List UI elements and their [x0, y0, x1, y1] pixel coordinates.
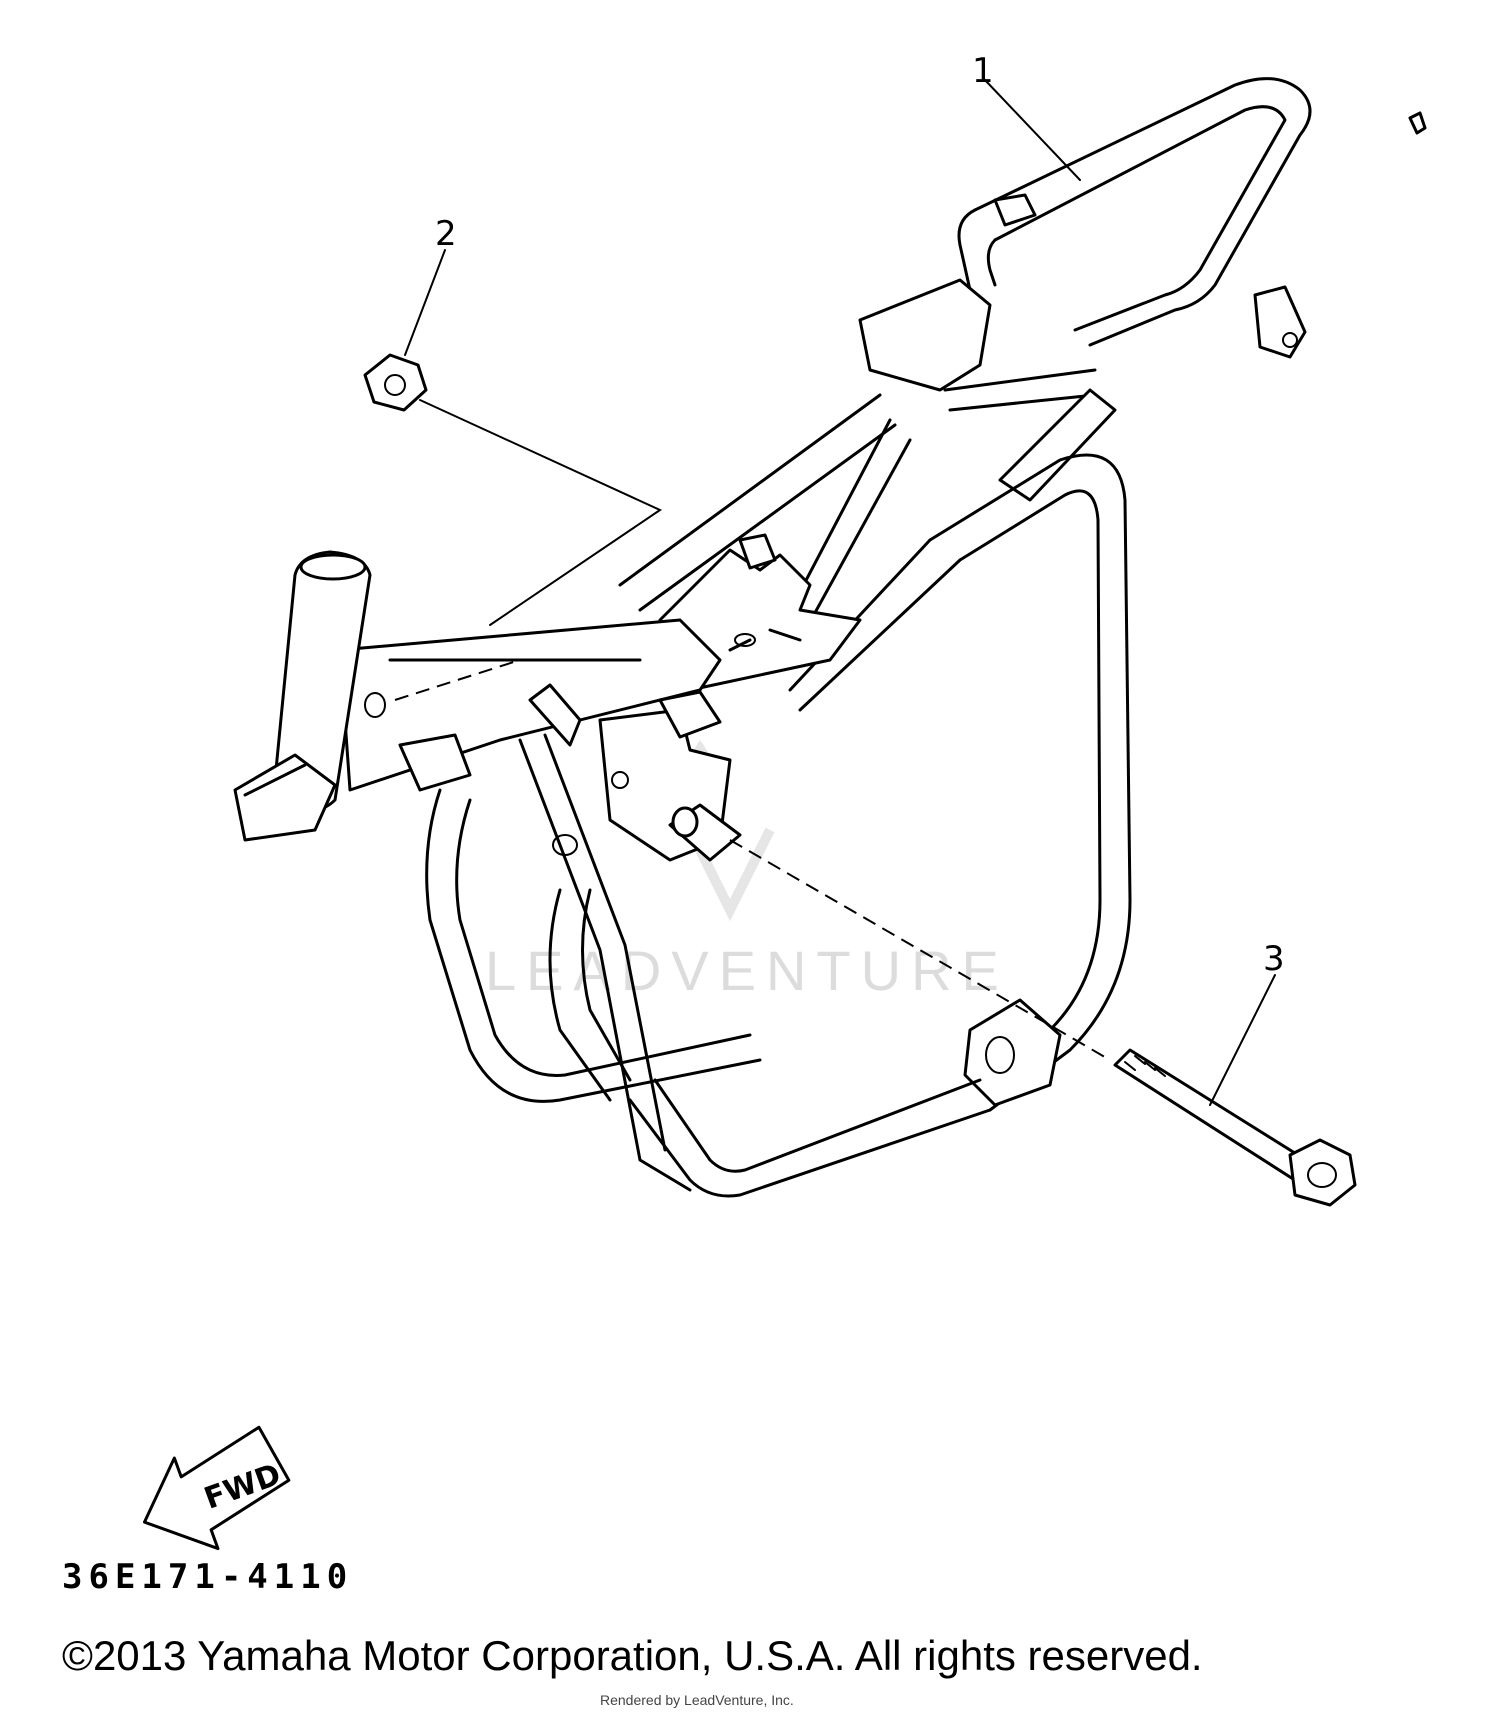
copyright-notice: ©2013 Yamaha Motor Corporation, U.S.A. A…: [62, 1632, 1203, 1679]
leader-lines: [404, 79, 1276, 1106]
callout-3: 3: [1263, 939, 1285, 979]
callout-1: 1: [972, 51, 994, 91]
watermark: LEADVENTURE: [485, 740, 1009, 1002]
callout-2: 2: [435, 214, 457, 254]
rendered-by-credit: Rendered by LeadVenture, Inc.: [600, 1692, 794, 1708]
part-2-nut: [363, 353, 428, 412]
watermark-text: LEADVENTURE: [485, 939, 1009, 1002]
part-1-frame: [233, 77, 1427, 1198]
fwd-arrow: FWD: [142, 1425, 291, 1551]
diagram-part-code: 36E171-4110: [62, 1557, 353, 1597]
part-3-bolt: [1113, 1048, 1357, 1207]
